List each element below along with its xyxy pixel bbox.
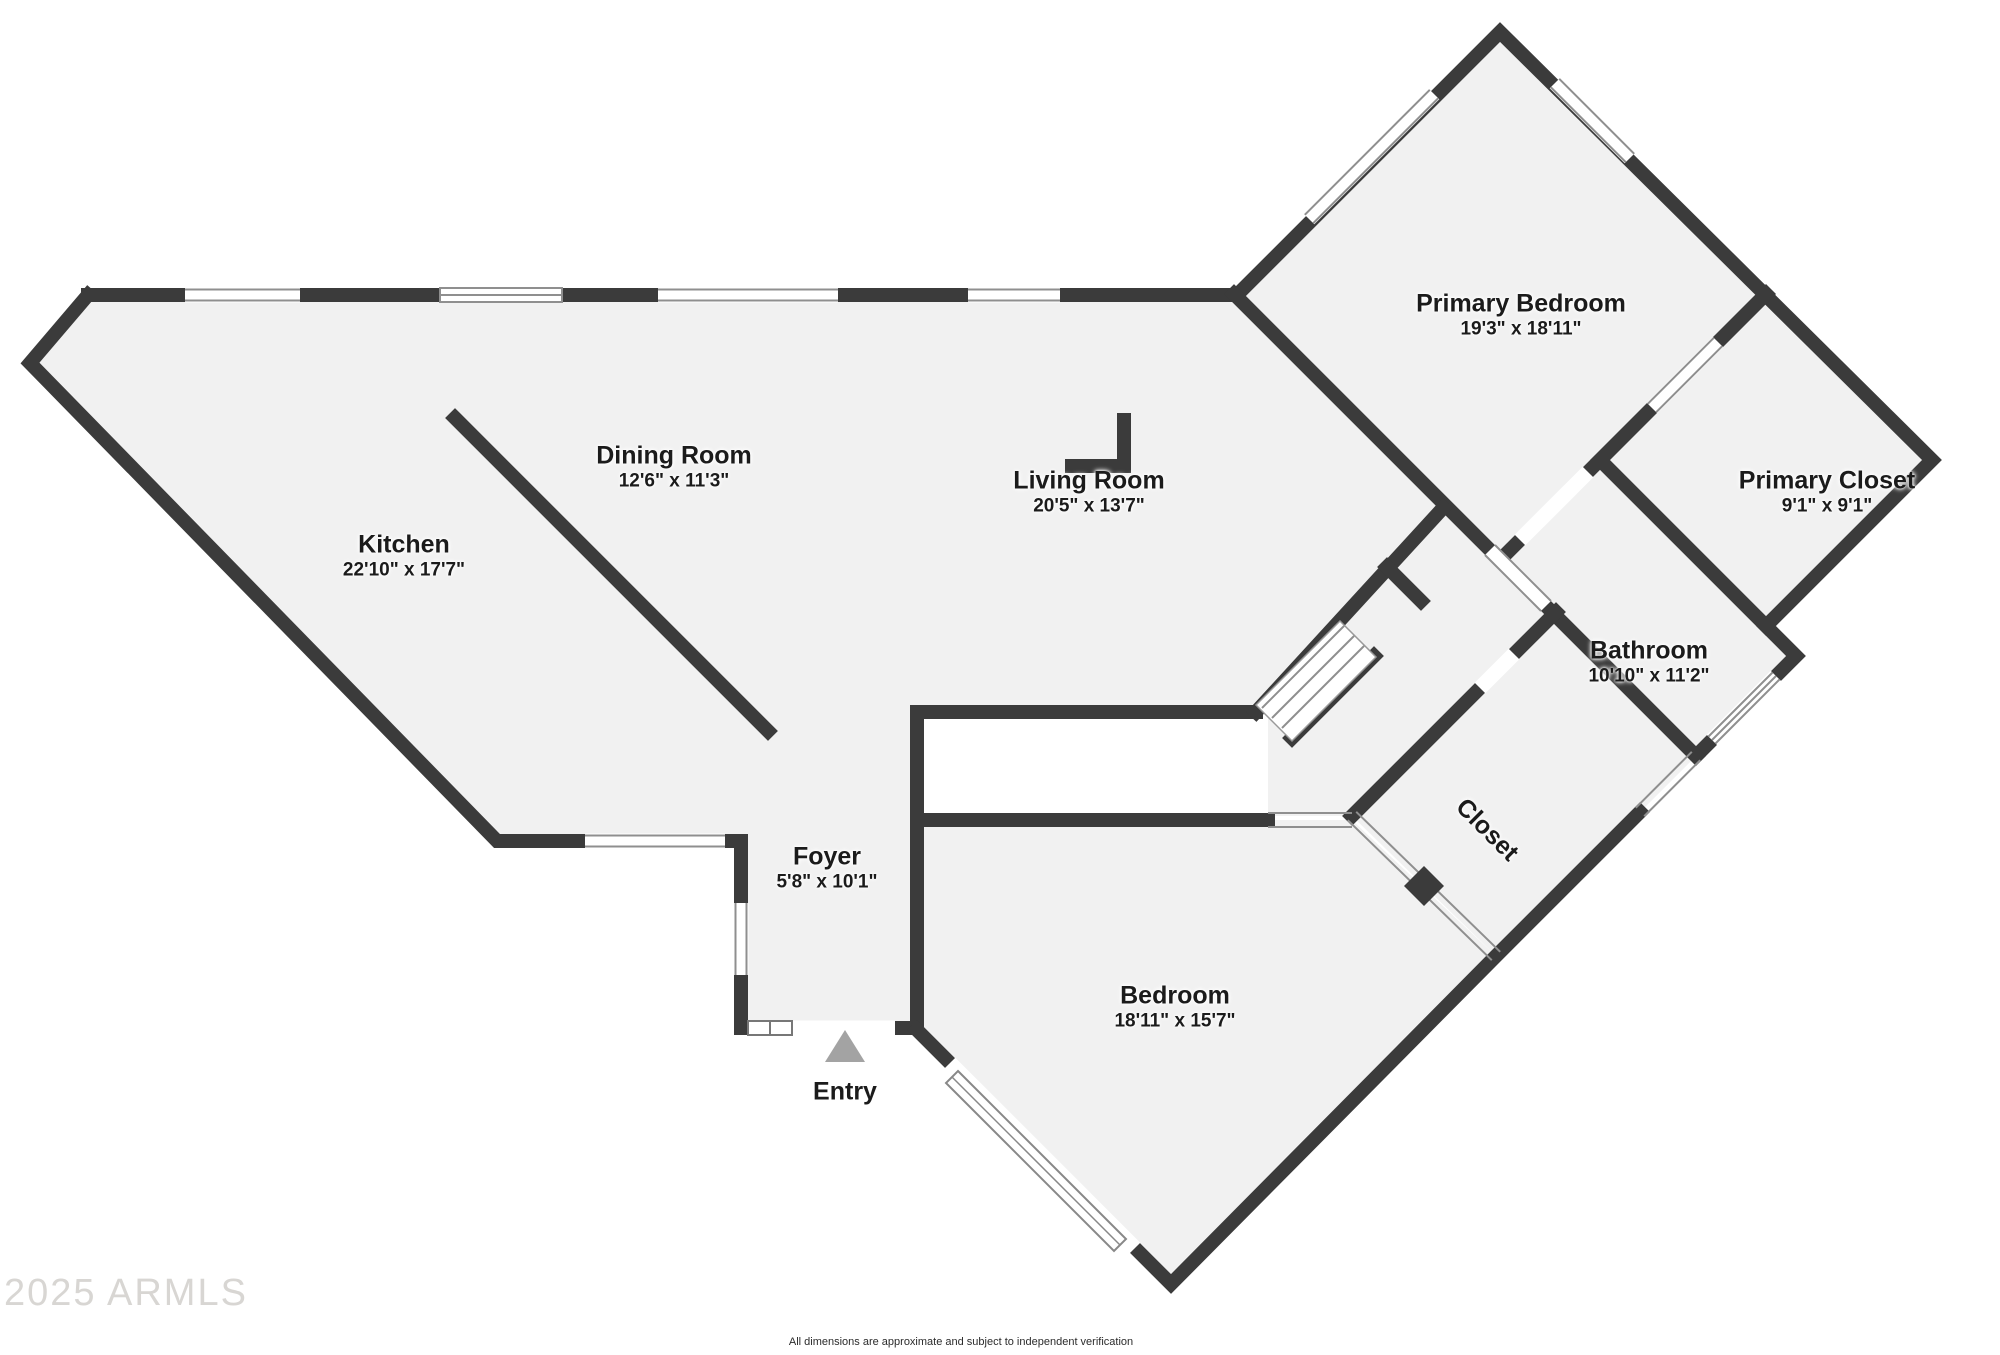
room-dims: 20'5" x 13'7" xyxy=(1033,495,1145,517)
wall-hall-stub xyxy=(1377,557,1431,611)
wall-closet-northwest xyxy=(1342,602,1566,826)
floor-primary-suite xyxy=(1234,28,1932,956)
watermark: 2025 ARMLS xyxy=(4,1272,248,1314)
closet-divider-block xyxy=(1404,866,1444,906)
entry-arrow-icon xyxy=(825,1030,865,1062)
room-dims: 12'6" x 11'3" xyxy=(618,470,730,492)
room-dims: 18'11" x 15'7" xyxy=(1114,1010,1236,1032)
disclaimer-text: All dimensions are approximate and subje… xyxy=(788,1336,1134,1348)
room-name: Primary Closet xyxy=(1738,466,1916,495)
room-dims: 9'1" x 9'1" xyxy=(1781,495,1873,517)
room-name: Primary Bedroom xyxy=(1416,289,1626,318)
room-label-bathroom: Bathroom 10'10" x 11'2" xyxy=(1588,637,1709,688)
room-label-living-room: Living Room 20'5" x 13'7" xyxy=(1013,467,1164,518)
room-label-kitchen: Kitchen 22'10" x 17'7" xyxy=(343,531,465,582)
room-dims: 19'3" x 18'11" xyxy=(1460,318,1582,340)
stairs-icon xyxy=(1254,619,1378,743)
room-name: Living Room xyxy=(1013,466,1165,495)
room-name: Foyer xyxy=(792,842,862,871)
room-dims: 22'10" x 17'7" xyxy=(342,559,466,581)
room-label-bedroom: Bedroom 18'11" x 15'7" xyxy=(1114,982,1235,1033)
room-label-primary-closet: Primary Closet 9'1" x 9'1" xyxy=(1739,467,1915,518)
room-name: Bedroom xyxy=(1120,981,1230,1010)
room-dims: 10'10" x 11'2" xyxy=(1588,665,1710,687)
entry-label: Entry xyxy=(813,1077,877,1106)
sliding-door-icon xyxy=(944,1069,1128,1253)
wall-living-stub xyxy=(1065,413,1131,473)
room-label-dining-room: Dining Room 12'6" x 11'3" xyxy=(596,442,752,493)
room-name: Dining Room xyxy=(596,441,752,470)
entry-door-icon xyxy=(747,1020,793,1036)
room-name: Bathroom xyxy=(1589,636,1709,665)
wall-kitchen-dining-divider xyxy=(445,408,778,741)
room-dims: 5'8" x 10'1" xyxy=(776,871,878,893)
room-label-primary-bedroom: Primary Bedroom 19'3" x 18'11" xyxy=(1416,290,1626,341)
room-name: Kitchen xyxy=(358,530,450,559)
room-label-foyer: Foyer 5'8" x 10'1" xyxy=(776,843,877,894)
floor-main-band xyxy=(30,295,1237,1028)
wall-hall-long xyxy=(1224,284,1706,766)
